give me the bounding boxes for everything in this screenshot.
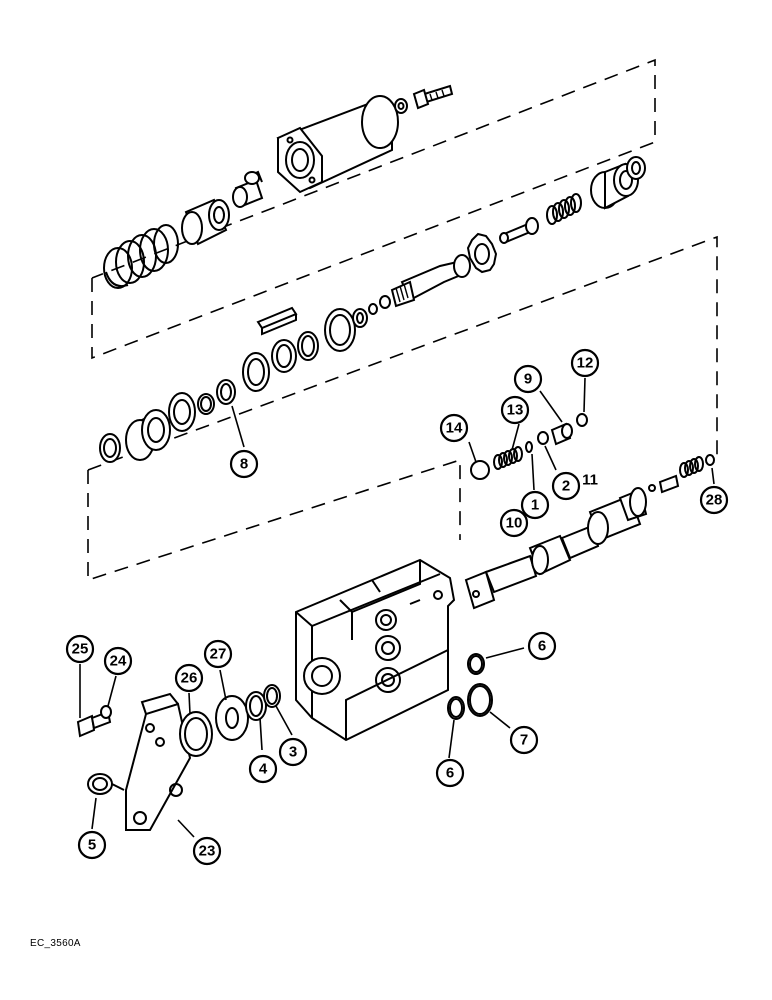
svg-text:6: 6 bbox=[538, 638, 546, 655]
svg-text:11: 11 bbox=[582, 472, 598, 489]
callout-3[interactable]: 3 bbox=[278, 737, 308, 767]
callout-12[interactable]: 12 bbox=[570, 348, 600, 378]
svg-text:12: 12 bbox=[577, 355, 594, 372]
callout-14[interactable]: 14 bbox=[439, 413, 469, 443]
svg-text:4: 4 bbox=[259, 761, 268, 778]
callout-6-upper[interactable]: 6 bbox=[527, 631, 557, 661]
svg-text:23: 23 bbox=[199, 843, 216, 860]
valve-body bbox=[295, 558, 456, 742]
threaded-spindle bbox=[390, 254, 471, 308]
svg-text:8: 8 bbox=[240, 456, 248, 473]
callout-28[interactable]: 28 bbox=[699, 485, 729, 515]
seal-rings-upper bbox=[197, 308, 368, 415]
callout-13[interactable]: 13 bbox=[500, 395, 530, 425]
svg-text:3: 3 bbox=[289, 744, 297, 761]
svg-text:6: 6 bbox=[446, 765, 454, 782]
large-spring bbox=[103, 224, 179, 289]
svg-text:13: 13 bbox=[507, 402, 524, 419]
svg-text:1: 1 bbox=[531, 497, 539, 514]
callout-6-lower[interactable]: 6 bbox=[435, 758, 465, 788]
star-washer bbox=[466, 232, 498, 274]
callout-2[interactable]: 2 bbox=[551, 471, 581, 501]
callout-23[interactable]: 23 bbox=[192, 836, 222, 866]
lock-washer bbox=[100, 705, 112, 719]
spool-spring bbox=[648, 454, 715, 494]
small-washers bbox=[368, 295, 391, 315]
callout-24[interactable]: 24 bbox=[103, 646, 133, 676]
svg-text:7: 7 bbox=[520, 732, 528, 749]
callout-11[interactable]: 11 bbox=[582, 472, 598, 489]
seal-set-lower bbox=[179, 684, 281, 757]
callout-10[interactable]: 10 bbox=[499, 508, 529, 538]
callout-25[interactable]: 25 bbox=[65, 634, 95, 664]
callout-4[interactable]: 4 bbox=[248, 754, 278, 784]
lower-dashed-enclosure bbox=[87, 235, 718, 582]
callout-26[interactable]: 26 bbox=[174, 663, 204, 693]
callout-8[interactable]: 8 bbox=[229, 449, 259, 479]
washer-bolt bbox=[394, 84, 454, 114]
cylinder-cover bbox=[276, 95, 399, 194]
callout-27[interactable]: 27 bbox=[203, 639, 233, 669]
callout-9[interactable]: 9 bbox=[513, 364, 543, 394]
callout-7[interactable]: 7 bbox=[509, 725, 539, 755]
svg-text:27: 27 bbox=[210, 646, 227, 663]
svg-text:25: 25 bbox=[72, 641, 89, 658]
svg-text:2: 2 bbox=[562, 478, 570, 495]
mounting-bracket bbox=[125, 692, 192, 831]
leader-lines bbox=[79, 377, 715, 838]
adapter-fitting bbox=[232, 170, 264, 208]
svg-text:5: 5 bbox=[88, 837, 96, 854]
svg-text:24: 24 bbox=[110, 653, 127, 670]
o-rings-right bbox=[447, 653, 493, 720]
detent-parts bbox=[470, 413, 588, 480]
svg-text:26: 26 bbox=[181, 670, 198, 687]
bushing bbox=[87, 773, 125, 795]
key bbox=[256, 306, 298, 336]
end-cap bbox=[590, 156, 646, 210]
spring-seat bbox=[181, 198, 230, 246]
callout-5[interactable]: 5 bbox=[77, 830, 107, 860]
svg-text:28: 28 bbox=[706, 492, 723, 509]
svg-text:14: 14 bbox=[446, 420, 463, 437]
upper-dashed-enclosure bbox=[91, 58, 656, 360]
reference-code: EC_3560A bbox=[30, 938, 81, 949]
plunger-pin bbox=[499, 217, 539, 244]
callout-1[interactable]: 1 bbox=[520, 490, 550, 520]
seal-cups bbox=[99, 392, 196, 463]
svg-text:10: 10 bbox=[506, 515, 523, 532]
valve-spool bbox=[464, 487, 648, 610]
svg-text:9: 9 bbox=[524, 371, 532, 388]
small-spring bbox=[546, 193, 582, 225]
